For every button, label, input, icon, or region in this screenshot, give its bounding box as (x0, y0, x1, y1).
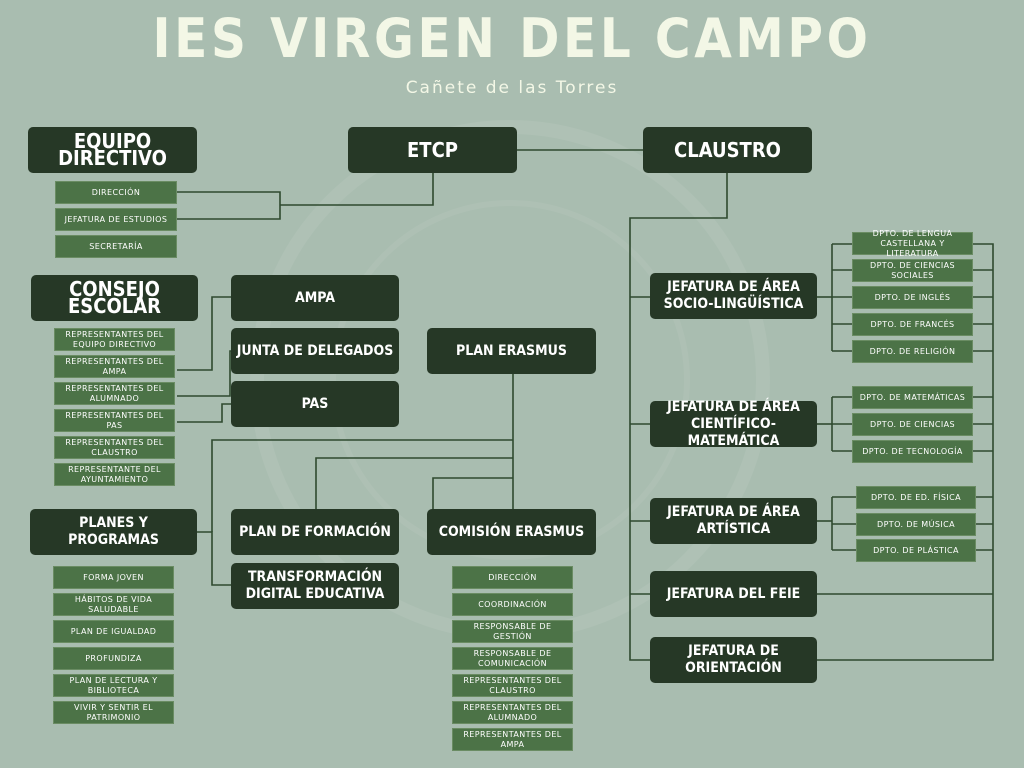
list-item: REPRESENTANTES DEL AMPA (452, 728, 573, 751)
node-jefatura-socio: JEFATURA DE ÁREA SOCIO-LINGÜÍSTICA (650, 273, 817, 319)
node-transformacion-digital: TRANSFORMACIÓN DIGITAL EDUCATIVA (231, 563, 399, 609)
list-item: REPRESENTANTES DEL EQUIPO DIRECTIVO (54, 328, 175, 351)
list-item: VIVIR Y SENTIR EL PATRIMONIO (53, 701, 174, 724)
node-jefatura-cientifico: JEFATURA DE ÁREA CIENTÍFICO-MATEMÁTICA (650, 399, 817, 449)
node-junta-delegados: JUNTA DE DELEGADOS (231, 328, 399, 374)
dept-item: DPTO. DE CIENCIAS SOCIALES (852, 259, 973, 282)
list-item: REPRESENTANTES DEL ALUMNADO (54, 382, 175, 405)
dept-item: DPTO. DE PLÁSTICA (856, 539, 976, 562)
list-item: REPRESENTANTES DEL ALUMNADO (452, 701, 573, 724)
dept-item: DPTO. DE RELIGIÓN (852, 340, 973, 363)
node-etcp: ETCP (348, 127, 517, 173)
list-item: HÁBITOS DE VIDA SALUDABLE (53, 593, 174, 616)
list-item: COORDINACIÓN (452, 593, 573, 616)
node-equipo-directivo: EQUIPO DIRECTIVO (28, 127, 197, 173)
watermark-seal-inner (330, 200, 690, 560)
list-item: REPRESENTANTES DEL CLAUSTRO (54, 436, 175, 459)
dept-item: DPTO. DE LENGUA CASTELLANA Y LITERATURA (852, 229, 973, 258)
dept-item: DPTO. DE MÚSICA (856, 513, 976, 536)
list-item: DIRECCIÓN (55, 181, 177, 204)
list-item: REPRESENTANTES DEL PAS (54, 409, 175, 432)
list-item: PLAN DE LECTURA Y BIBLIOTECA (53, 674, 174, 697)
node-plan-formacion: PLAN DE FORMACIÓN (231, 509, 399, 555)
node-consejo-escolar: CONSEJO ESCOLAR (31, 275, 198, 321)
list-item: PLAN DE IGUALDAD (53, 620, 174, 643)
dept-item: DPTO. DE INGLÉS (852, 286, 973, 309)
list-item: REPRESENTANTES DEL CLAUSTRO (452, 674, 573, 697)
node-jefatura-orientacion: JEFATURA DE ORIENTACIÓN (650, 637, 817, 683)
dept-item: DPTO. DE TECNOLOGÍA (852, 440, 973, 463)
list-item: REPRESENTANTES DEL AMPA (54, 355, 175, 378)
list-item: PROFUNDIZA (53, 647, 174, 670)
page-subtitle: Cañete de las Torres (405, 78, 619, 98)
node-jefatura-artistica: JEFATURA DE ÁREA ARTÍSTICA (650, 498, 817, 544)
node-comision-erasmus: COMISIÓN ERASMUS (427, 509, 596, 555)
list-item: REPRESENTANTE DEL AYUNTAMIENTO (54, 463, 175, 486)
node-planes-programas: PLANES Y PROGRAMAS (30, 509, 197, 555)
dept-item: DPTO. DE MATEMÁTICAS (852, 386, 973, 409)
list-item: FORMA JOVEN (53, 566, 174, 589)
list-item: RESPONSABLE DE GESTIÓN (452, 620, 573, 643)
page-title: IES VIRGEN DEL CAMPO (152, 7, 872, 70)
dept-item: DPTO. DE CIENCIAS (852, 413, 973, 436)
list-item: RESPONSABLE DE COMUNICACIÓN (452, 647, 573, 670)
node-ampa: AMPA (231, 275, 399, 321)
node-jefatura-feie: JEFATURA DEL FEIE (650, 571, 817, 617)
node-pas: PAS (231, 381, 399, 427)
dept-item: DPTO. DE ED. FÍSICA (856, 486, 976, 509)
node-claustro: CLAUSTRO (643, 127, 812, 173)
list-item: DIRECCIÓN (452, 566, 573, 589)
node-plan-erasmus: PLAN ERASMUS (427, 328, 596, 374)
list-item: JEFATURA DE ESTUDIOS (55, 208, 177, 231)
dept-item: DPTO. DE FRANCÉS (852, 313, 973, 336)
list-item: SECRETARÍA (55, 235, 177, 258)
